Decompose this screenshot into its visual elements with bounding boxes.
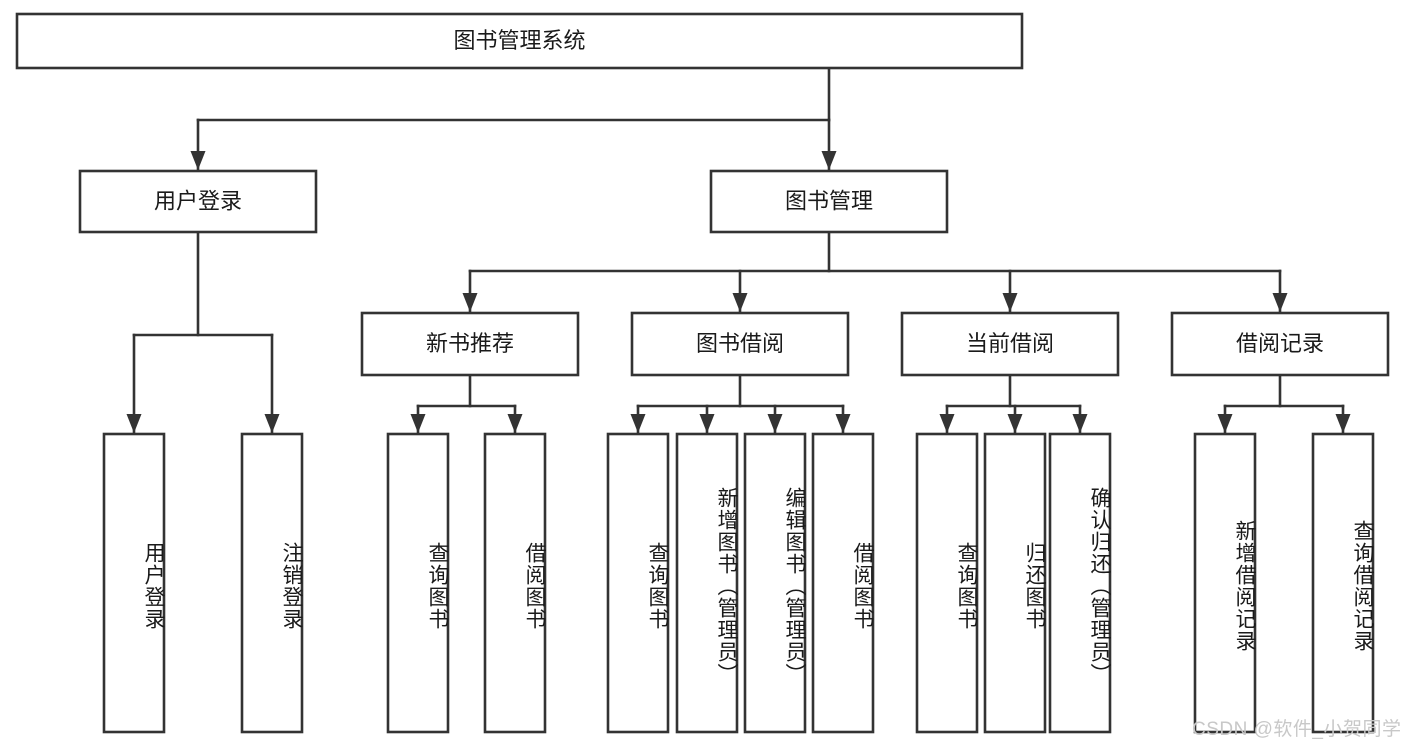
arrow-head-level3-3 xyxy=(1272,293,1288,312)
node-box-leaf-9[interactable] xyxy=(983,432,1047,734)
arrow-head-record-0 xyxy=(1217,414,1233,433)
node-box-leaf-11[interactable] xyxy=(1193,432,1257,734)
node-box-level3-0[interactable] xyxy=(360,311,580,377)
csdn-watermark: CSDN @软件_小贺同学 xyxy=(1192,719,1402,740)
node-box-leaf-8[interactable] xyxy=(915,432,979,734)
arrow-head-user-0 xyxy=(126,414,142,433)
node-label-root: 图书管理系统 xyxy=(453,28,585,53)
arrow-head-level3-2 xyxy=(1002,293,1018,312)
node-box-level3-1[interactable] xyxy=(630,311,850,377)
arrow-head-borrow-3 xyxy=(835,414,851,433)
arrow-head-newbook-0 xyxy=(410,414,426,433)
node-label-level3-1: 图书借阅 xyxy=(696,331,784,356)
arrow-head-borrow-1 xyxy=(699,414,715,433)
arrow-head-newbook-1 xyxy=(507,414,523,433)
node-box-leaf-2[interactable] xyxy=(386,432,450,734)
node-box-level3-3[interactable] xyxy=(1170,311,1390,377)
arrow-head-level2-1 xyxy=(821,151,837,170)
arrow-head-level3-1 xyxy=(732,293,748,312)
arrow-head-current-1 xyxy=(1007,414,1023,433)
node-label-level3-0: 新书推荐 xyxy=(426,331,514,356)
node-box-leaf-0[interactable] xyxy=(102,432,166,734)
node-box-level3-2[interactable] xyxy=(900,311,1120,377)
node-box-leaf-5[interactable] xyxy=(675,432,739,734)
arrow-head-borrow-2 xyxy=(767,414,783,433)
node-box-level2-1[interactable] xyxy=(709,169,949,234)
node-box-leaf-6[interactable] xyxy=(743,432,807,734)
box-layer xyxy=(15,12,1390,734)
arrow-head-level3-0 xyxy=(462,293,478,312)
node-label-level3-3: 借阅记录 xyxy=(1236,331,1324,356)
node-label-level2-1: 图书管理 xyxy=(785,188,873,213)
arrow-head-user-1 xyxy=(264,414,280,433)
node-box-root[interactable] xyxy=(15,12,1024,70)
arrow-head-borrow-0 xyxy=(630,414,646,433)
node-box-level2-0[interactable] xyxy=(78,169,318,234)
node-box-leaf-1[interactable] xyxy=(240,432,304,734)
node-box-leaf-4[interactable] xyxy=(606,432,670,734)
node-box-leaf-3[interactable] xyxy=(483,432,547,734)
arrow-head-level2-0 xyxy=(190,151,206,170)
arrow-head-current-2 xyxy=(1072,414,1088,433)
arrow-head-current-0 xyxy=(939,414,955,433)
node-label-level2-0: 用户登录 xyxy=(154,188,242,213)
connector-layer xyxy=(126,66,1351,434)
node-box-leaf-12[interactable] xyxy=(1311,432,1375,734)
node-box-leaf-7[interactable] xyxy=(811,432,875,734)
node-label-level3-2: 当前借阅 xyxy=(966,331,1054,356)
arrow-head-record-1 xyxy=(1335,414,1351,433)
node-box-leaf-10[interactable] xyxy=(1048,432,1112,734)
